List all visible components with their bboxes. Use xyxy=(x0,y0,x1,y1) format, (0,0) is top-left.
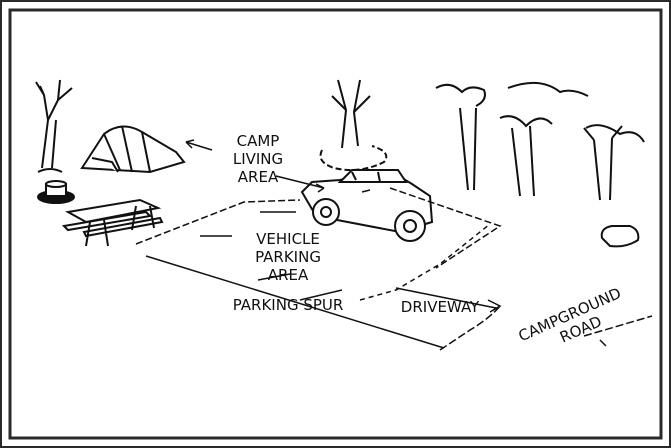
rock xyxy=(602,226,639,246)
label-parking-spur: PARKING SPUR xyxy=(233,296,344,314)
label-living: LIVING xyxy=(233,150,283,168)
label-parking-area: AREA xyxy=(268,266,309,284)
label-camp: CAMP xyxy=(237,132,280,150)
label-vehicle: VEHICLE xyxy=(256,230,320,248)
label-driveway: DRIVEWAY xyxy=(401,298,480,316)
label-area: AREA xyxy=(238,168,279,186)
label-parking: PARKING xyxy=(255,248,321,266)
